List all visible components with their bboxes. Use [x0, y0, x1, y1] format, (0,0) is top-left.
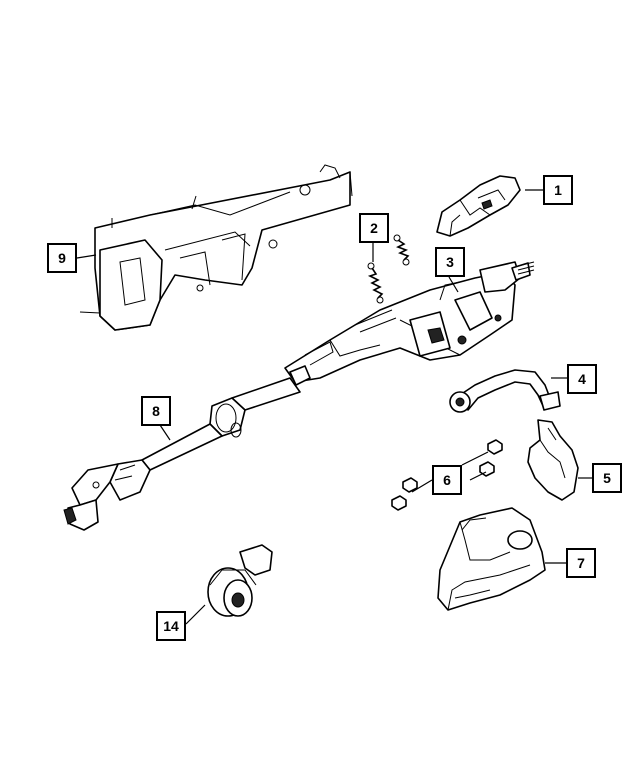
steering-column-part [284, 261, 535, 386]
nuts-part [391, 439, 503, 511]
callout-5: 5 [592, 463, 622, 493]
callout-14: 14 [156, 611, 186, 641]
callout-1: 1 [543, 175, 573, 205]
leader-lines [76, 189, 592, 625]
upper-shroud-cover-part [436, 175, 521, 237]
callout-3: 3 [435, 247, 465, 277]
callout-2: 2 [359, 213, 389, 243]
mounting-bracket-part [79, 164, 353, 331]
callout-8: 8 [141, 396, 171, 426]
tension-springs-part [367, 234, 410, 304]
callout-4: 4 [567, 364, 597, 394]
shroud-trim-part [527, 419, 579, 501]
lower-shroud-part [437, 507, 546, 611]
callout-6: 6 [432, 465, 462, 495]
isolator-bushing-part [207, 544, 273, 617]
intermediate-shaft-part [63, 377, 301, 531]
callout-7: 7 [566, 548, 596, 578]
callout-9: 9 [47, 243, 77, 273]
tilt-lever-part [449, 369, 561, 413]
